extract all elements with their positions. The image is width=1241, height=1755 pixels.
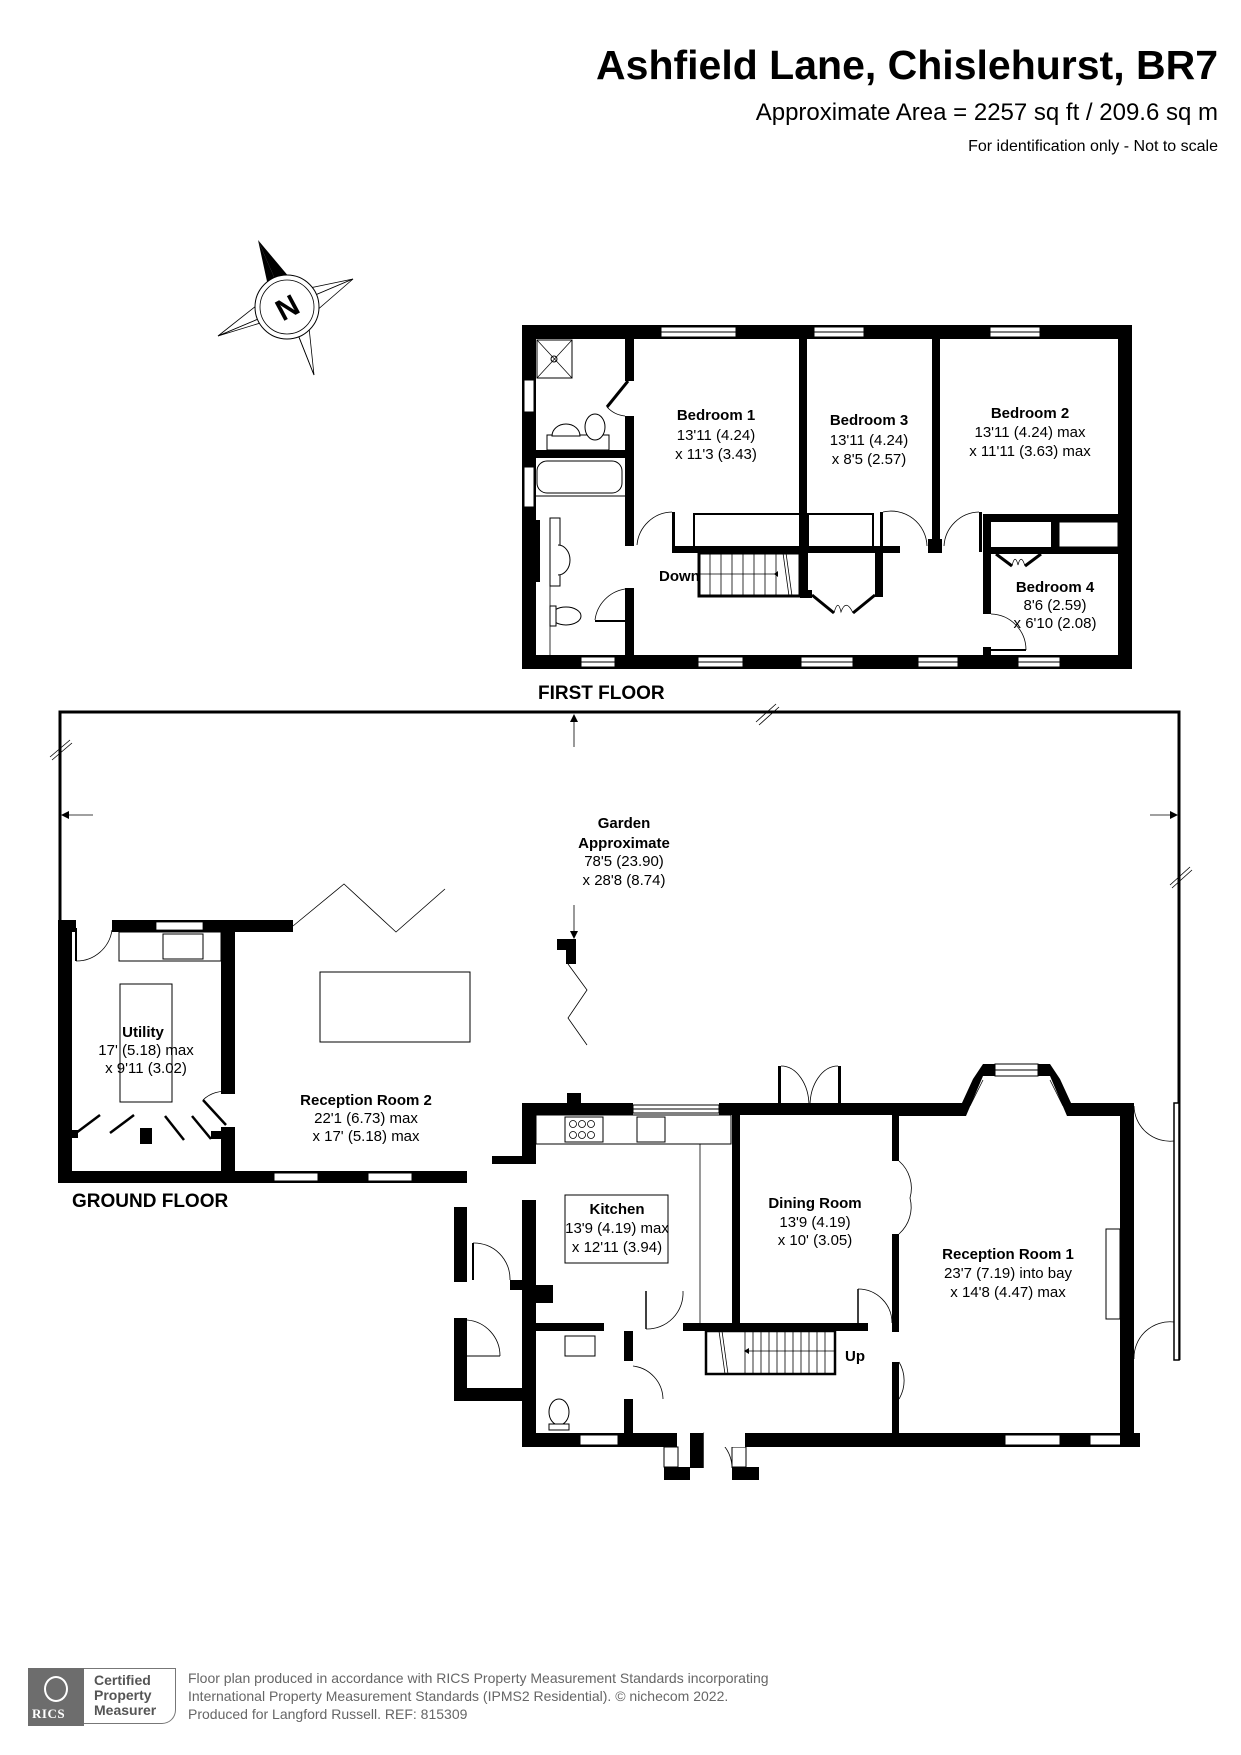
svg-text:x 6'10 (2.08): x 6'10 (2.08)	[1014, 615, 1097, 632]
svg-text:23'7 (7.19) into bay: 23'7 (7.19) into bay	[944, 1265, 1072, 1282]
certified-measurer-badge: Certified Property Measurer	[84, 1668, 176, 1724]
rics-logo: RICS	[28, 1668, 84, 1726]
svg-text:Kitchen: Kitchen	[589, 1201, 644, 1218]
svg-text:x 11'3 (3.43): x 11'3 (3.43)	[675, 446, 757, 463]
garden-boundary: Garden Approximate 78'5 (23.90) x 28'8 (…	[49, 703, 1193, 1360]
ground-floor-plan: Utility 17' (5.18) max x 9'11 (3.02) Rec…	[58, 920, 1180, 1480]
stairs-up-label: Up	[845, 1348, 865, 1365]
room-label-bedroom-2: Bedroom 2 13'11 (4.24) max x 11'11 (3.63…	[969, 405, 1091, 460]
room-label-kitchen: Kitchen 13'9 (4.19) max x 12'11 (3.94)	[565, 1201, 669, 1256]
svg-text:x 12'11 (3.94): x 12'11 (3.94)	[572, 1239, 662, 1256]
stairs-down-label: Down	[659, 568, 700, 585]
svg-text:78'5 (23.90): 78'5 (23.90)	[584, 853, 664, 870]
svg-text:22'1 (6.73) max: 22'1 (6.73) max	[314, 1110, 418, 1127]
svg-text:Utility: Utility	[122, 1024, 164, 1041]
room-label-reception-room-1: Reception Room 1 23'7 (7.19) into bay x …	[942, 1246, 1074, 1301]
svg-text:13'11 (4.24) max: 13'11 (4.24) max	[975, 424, 1086, 441]
room-label-reception-room-2: Reception Room 2 22'1 (6.73) max x 17' (…	[300, 1092, 432, 1145]
rics-lion-icon	[44, 1676, 68, 1702]
footer-line-3: Produced for Langford Russell. REF: 8153…	[188, 1706, 468, 1722]
svg-text:x 8'5 (2.57): x 8'5 (2.57)	[832, 451, 907, 468]
svg-text:Approximate: Approximate	[578, 835, 670, 852]
svg-text:x 17' (5.18) max: x 17' (5.18) max	[312, 1128, 420, 1145]
svg-text:8'6 (2.59): 8'6 (2.59)	[1024, 597, 1087, 614]
property-title: Ashfield Lane, Chislehurst, BR7	[596, 42, 1218, 88]
svg-text:13'11 (4.24): 13'11 (4.24)	[830, 432, 908, 449]
room-label-bedroom-3: Bedroom 3 13'11 (4.24) x 8'5 (2.57)	[830, 412, 908, 468]
svg-text:Bedroom 1: Bedroom 1	[677, 407, 755, 424]
svg-text:Bedroom 4: Bedroom 4	[1016, 579, 1095, 596]
svg-text:x 28'8 (8.74): x 28'8 (8.74)	[583, 872, 666, 889]
svg-text:x 10' (3.05): x 10' (3.05)	[778, 1232, 853, 1249]
svg-text:x 11'11 (3.63) max: x 11'11 (3.63) max	[969, 443, 1091, 460]
svg-text:Reception Room 1: Reception Room 1	[942, 1246, 1074, 1263]
svg-text:13'9 (4.19) max: 13'9 (4.19) max	[565, 1220, 669, 1237]
svg-text:Reception Room 2: Reception Room 2	[300, 1092, 432, 1109]
footer-line-1: Floor plan produced in accordance with R…	[188, 1670, 769, 1686]
svg-text:Garden: Garden	[598, 815, 651, 832]
compass-icon: N	[217, 240, 354, 376]
svg-text:x 9'11 (3.02): x 9'11 (3.02)	[105, 1060, 187, 1077]
footer-credits: Floor plan produced in accordance with R…	[188, 1669, 769, 1723]
svg-text:13'9 (4.19): 13'9 (4.19)	[779, 1214, 850, 1231]
room-label-utility: Utility 17' (5.18) max x 9'11 (3.02)	[98, 1024, 194, 1077]
room-label-bedroom-1: Bedroom 1 13'11 (4.24) x 11'3 (3.43)	[675, 407, 757, 463]
svg-text:Bedroom 2: Bedroom 2	[991, 405, 1069, 422]
room-label-dining-room: Dining Room 13'9 (4.19) x 10' (3.05)	[768, 1195, 861, 1249]
first-floor-plan: Bedroom 1 13'11 (4.24) x 11'3 (3.43) Bed…	[522, 325, 1132, 669]
footer-line-2: International Property Measurement Stand…	[188, 1688, 729, 1704]
svg-text:x 14'8 (4.47) max: x 14'8 (4.47) max	[950, 1284, 1066, 1301]
svg-text:Dining Room: Dining Room	[768, 1195, 861, 1212]
ground-floor-label: GROUND FLOOR	[72, 1191, 229, 1212]
first-floor-label: FIRST FLOOR	[538, 683, 665, 704]
svg-text:17' (5.18) max: 17' (5.18) max	[98, 1042, 194, 1059]
scale-disclaimer: For identification only - Not to scale	[968, 138, 1218, 155]
garden-label: Garden Approximate 78'5 (23.90) x 28'8 (…	[578, 815, 670, 889]
svg-text:13'11 (4.24): 13'11 (4.24)	[677, 427, 755, 444]
approximate-area: Approximate Area = 2257 sq ft / 209.6 sq…	[755, 99, 1218, 126]
footer: RICS Certified Property Measurer Floor p…	[28, 1666, 848, 1728]
room-label-bedroom-4: Bedroom 4 8'6 (2.59) x 6'10 (2.08)	[1014, 579, 1097, 632]
svg-text:Bedroom 3: Bedroom 3	[830, 412, 908, 429]
